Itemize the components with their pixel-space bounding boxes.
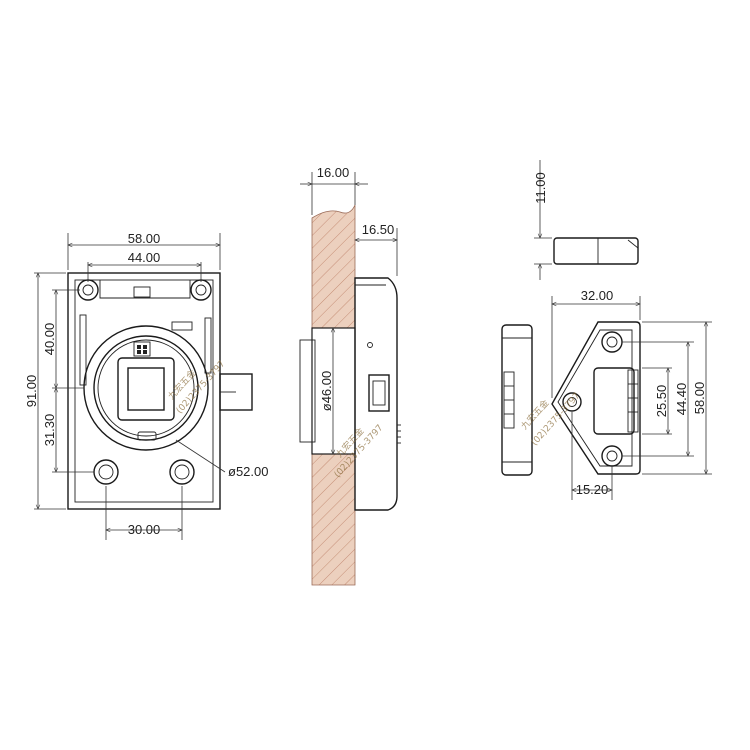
strike-view: 11.00 32.00 25.50 44.40 58.00 15.20 九宏五金…: [501, 160, 712, 500]
side-view: 16.00 16.50 ø46.00 九宏五金 (02)2375-3797: [299, 165, 401, 586]
dim-strike-width: 32.00: [581, 288, 614, 303]
dim-hole-spacing-strike: 44.40: [674, 383, 689, 416]
side-lock-body: [354, 277, 398, 511]
strike-plate: [551, 321, 641, 475]
strike-hole-left: [562, 392, 582, 412]
dim-ring-diameter: ø52.00: [228, 464, 268, 479]
front-view: 58.00 44.00 91.00 40.00 31.30 30.00 ø52.…: [24, 231, 268, 540]
dim-cutout-diameter: ø46.00: [319, 371, 334, 411]
dim-height-lower: 31.30: [42, 414, 57, 447]
screw-hole-bottom-left: [93, 459, 119, 485]
dim-slot-height: 25.50: [654, 385, 669, 418]
screw-hole-bottom-right: [169, 459, 195, 485]
dim-total-height: 58.00: [692, 382, 707, 415]
strike-hole-top: [601, 331, 623, 353]
dim-width-inner: 44.00: [128, 250, 161, 265]
strike-hole-bottom: [601, 445, 623, 467]
strike-top-piece: [553, 237, 639, 265]
dim-height-upper: 40.00: [42, 323, 57, 356]
dim-strike-height: 11.00: [533, 172, 548, 204]
strike-slot: [593, 367, 635, 435]
fingerprint-sensor: [117, 341, 175, 441]
dim-panel-thickness: 16.00: [317, 165, 350, 180]
screw-hole-top-right: [190, 279, 212, 301]
strike-side-block: [501, 324, 533, 476]
dim-height-total: 91.00: [24, 375, 39, 408]
side-bolt: [368, 374, 390, 412]
screw-hole-top-left: [77, 279, 99, 301]
dim-width-total: 58.00: [128, 231, 161, 246]
fingerprint-ring: [83, 325, 209, 451]
lock-body-inner: [74, 279, 214, 503]
dim-body-depth: 16.50: [362, 222, 395, 237]
dim-offset: 15.20: [576, 482, 609, 497]
dim-hole-spacing: 30.00: [128, 522, 161, 537]
